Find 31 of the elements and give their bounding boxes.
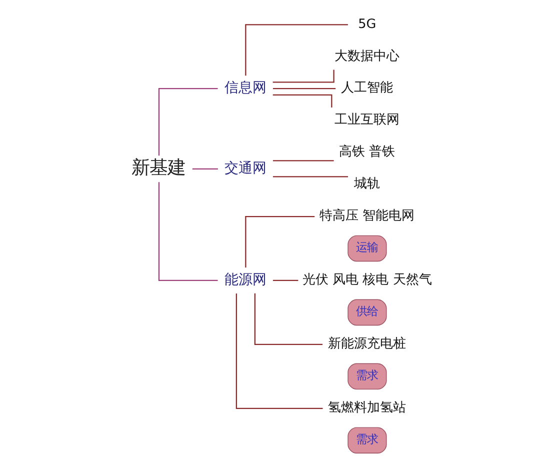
connector: [272, 94, 332, 107]
connector: [192, 168, 218, 169]
connector: [272, 88, 336, 89]
connector: [272, 160, 334, 161]
node-text: 氢燃料加氢站: [328, 400, 406, 416]
node-box: 需求: [347, 362, 386, 390]
node-box: 运输: [347, 234, 386, 262]
connector: [158, 88, 218, 156]
node-text: 人工智能: [340, 80, 393, 96]
connector: [244, 215, 314, 268]
node-text: 光伏 风电 核电 天然气: [302, 272, 432, 288]
connector: [272, 279, 298, 281]
connector: [272, 176, 348, 177]
node-text: 高铁 普铁: [338, 144, 395, 160]
node-text: 5G: [358, 16, 376, 32]
node-box: 供给: [347, 298, 386, 326]
node-text: 城轨: [354, 176, 380, 192]
connector: [254, 292, 322, 344]
connector: [235, 292, 322, 408]
node-text: 工业互联网: [334, 112, 400, 128]
node-text: 信息网: [224, 80, 266, 96]
node-box: 需求: [347, 426, 386, 453]
connector: [272, 69, 334, 82]
node-text: 交通网: [224, 160, 266, 176]
connector: [244, 24, 348, 76]
node-text: 特高压 智能电网: [319, 208, 414, 224]
node-text: 新基建: [131, 156, 186, 178]
node-text: 能源网: [224, 272, 266, 288]
connector: [158, 182, 218, 281]
node-text: 大数据中心: [334, 48, 400, 64]
node-text: 新能源充电桩: [328, 336, 406, 352]
